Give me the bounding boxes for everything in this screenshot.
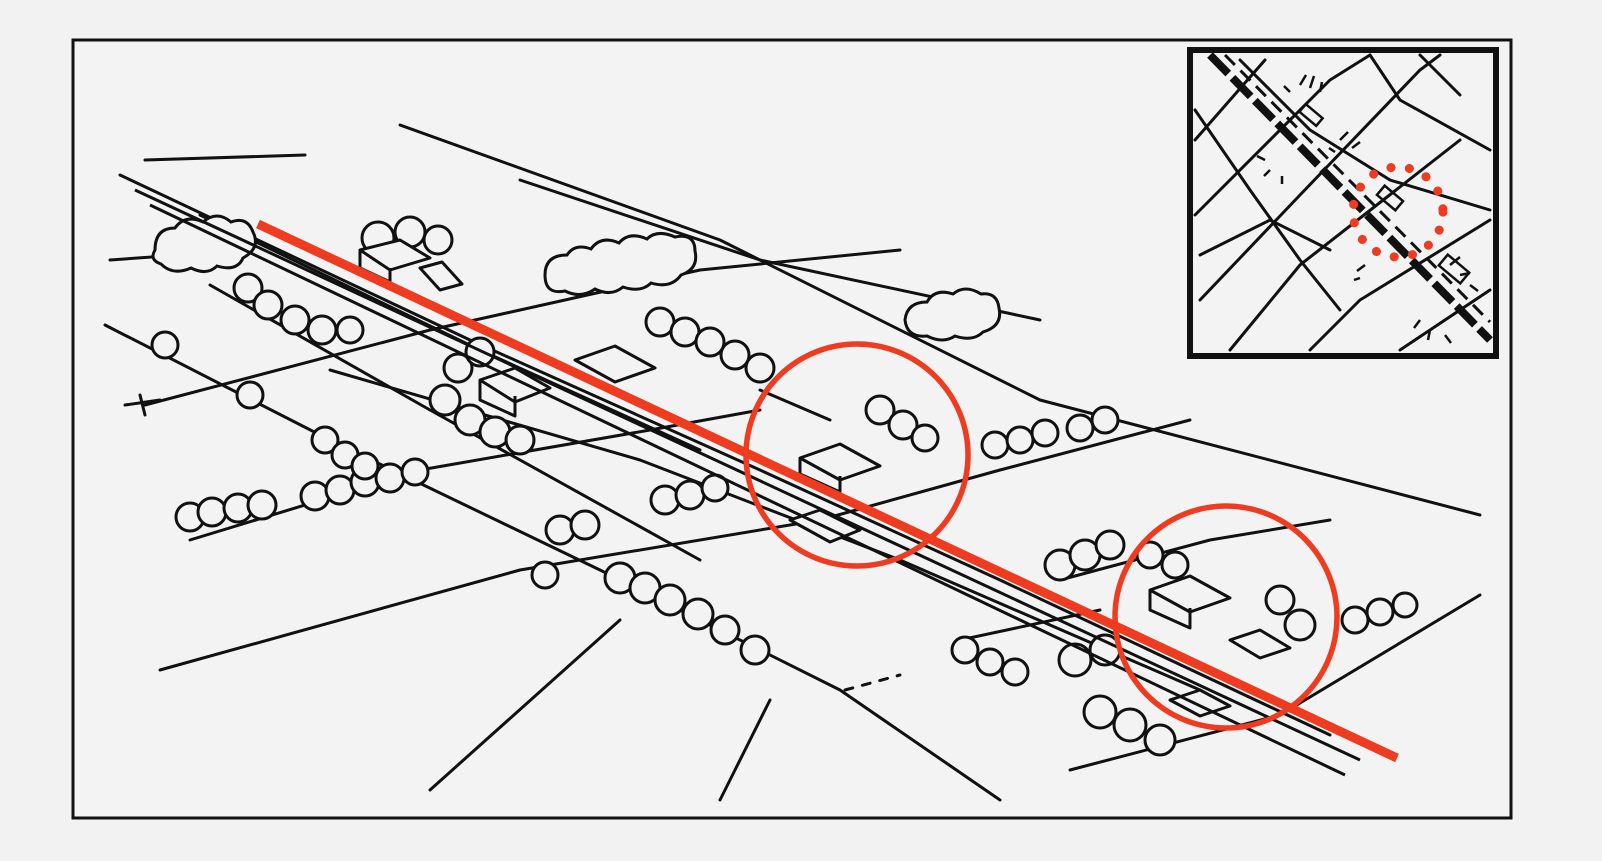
inset-road <box>1207 52 1493 343</box>
highlight-overlays <box>256 219 1399 763</box>
inset-farmsteads <box>1256 74 1479 344</box>
inset-field-lines <box>1193 53 1492 352</box>
inset-frame <box>1187 47 1499 359</box>
circle-marker-center <box>743 341 971 569</box>
circle-marker-right <box>1112 503 1340 731</box>
dotted-circle-marker <box>1348 162 1448 262</box>
plan-view-map-inset <box>1187 47 1499 359</box>
highlighted-road-line <box>256 219 1399 763</box>
tree-clusters <box>150 214 1419 757</box>
